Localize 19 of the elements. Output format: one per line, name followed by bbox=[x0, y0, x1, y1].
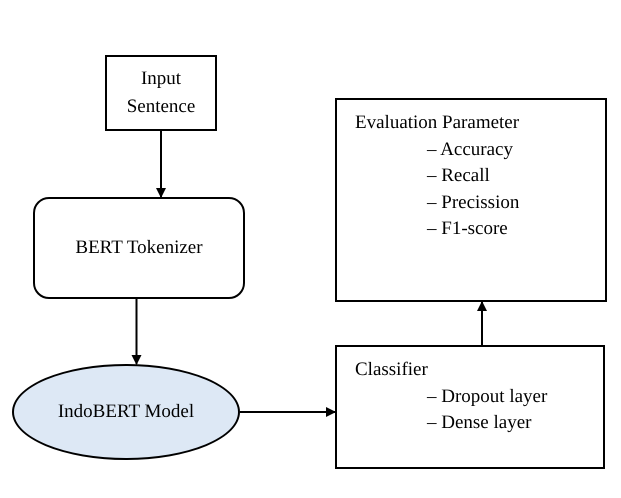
node-label: BERT Tokenizer bbox=[75, 236, 203, 260]
list-item: – Accuracy bbox=[426, 138, 514, 162]
node-heading: Evaluation Parameter bbox=[355, 111, 520, 135]
arrow bbox=[240, 407, 336, 417]
list-item: – Precission bbox=[426, 190, 520, 215]
arrow bbox=[156, 131, 166, 198]
list-item: – Dense layer bbox=[426, 411, 532, 436]
process-box bbox=[335, 345, 605, 469]
process-box bbox=[105, 55, 217, 131]
node-heading: Classifier bbox=[355, 358, 429, 382]
node-label: IndoBERT Model bbox=[58, 400, 194, 424]
arrow bbox=[477, 301, 487, 345]
rounded-process-box bbox=[33, 197, 245, 299]
process-box bbox=[335, 98, 607, 302]
list-item: – Dropout layer bbox=[426, 384, 548, 409]
node-label: Input Sentence bbox=[126, 66, 196, 119]
arrow bbox=[132, 299, 142, 365]
list-item: – Recall bbox=[426, 164, 491, 188]
list-item: – F1-score bbox=[426, 217, 509, 242]
